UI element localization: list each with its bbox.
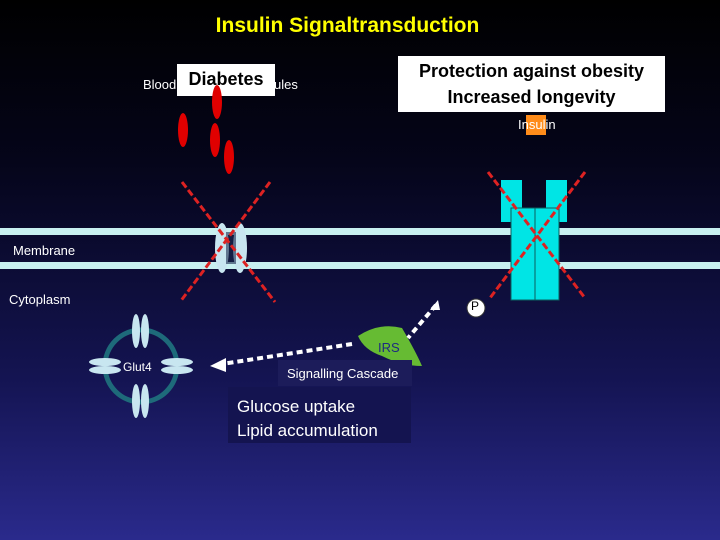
protection-line-1: Protection against obesity	[418, 61, 645, 81]
molecules-label-fragment: ules	[274, 77, 298, 92]
insulin-molecule	[526, 115, 546, 135]
irs-shape	[358, 326, 422, 366]
glucose-molecule	[212, 85, 222, 119]
signalling-cascade-box	[278, 360, 412, 386]
uptake-arrow-head	[210, 358, 226, 372]
glucose-molecule	[224, 140, 234, 174]
membrane-label: Membrane	[13, 243, 76, 258]
membrane-top-line	[0, 228, 720, 235]
protection-box: Protection against obesity Increased lon…	[398, 56, 665, 112]
page-title: Insulin Signaltransduction	[215, 14, 480, 37]
signalling-cascade-label: Signalling Cascade	[287, 366, 399, 381]
uptake-arrow	[221, 342, 353, 366]
outcome-box: Glucose uptake Lipid accumulation	[228, 387, 411, 443]
cross-over-receptor	[486, 171, 587, 299]
blood-label: Blood	[143, 77, 177, 92]
cross-over-glut4	[178, 181, 277, 303]
outcome-line-2: Lipid accumulation	[237, 421, 378, 440]
activation-arrow	[406, 303, 438, 340]
insulin-label: Insulin	[518, 117, 556, 132]
cytoplasm-label: Cytoplasm	[9, 292, 71, 307]
glucose-molecule	[210, 123, 220, 157]
phosphate-label: P	[471, 299, 480, 313]
protection-line-2: Increased longevity	[447, 87, 616, 107]
outcome-line-1: Glucose uptake	[237, 397, 356, 416]
phosphate-circle	[466, 298, 486, 318]
diabetes-box: Diabetes	[177, 64, 275, 96]
membrane-bottom-line	[0, 262, 720, 269]
irs-label: IRS	[378, 340, 400, 355]
glut4-label: Glut4	[123, 360, 152, 374]
glut4-vesicle	[89, 314, 193, 418]
activation-arrow-head	[430, 300, 440, 310]
glucose-molecule	[178, 113, 188, 147]
